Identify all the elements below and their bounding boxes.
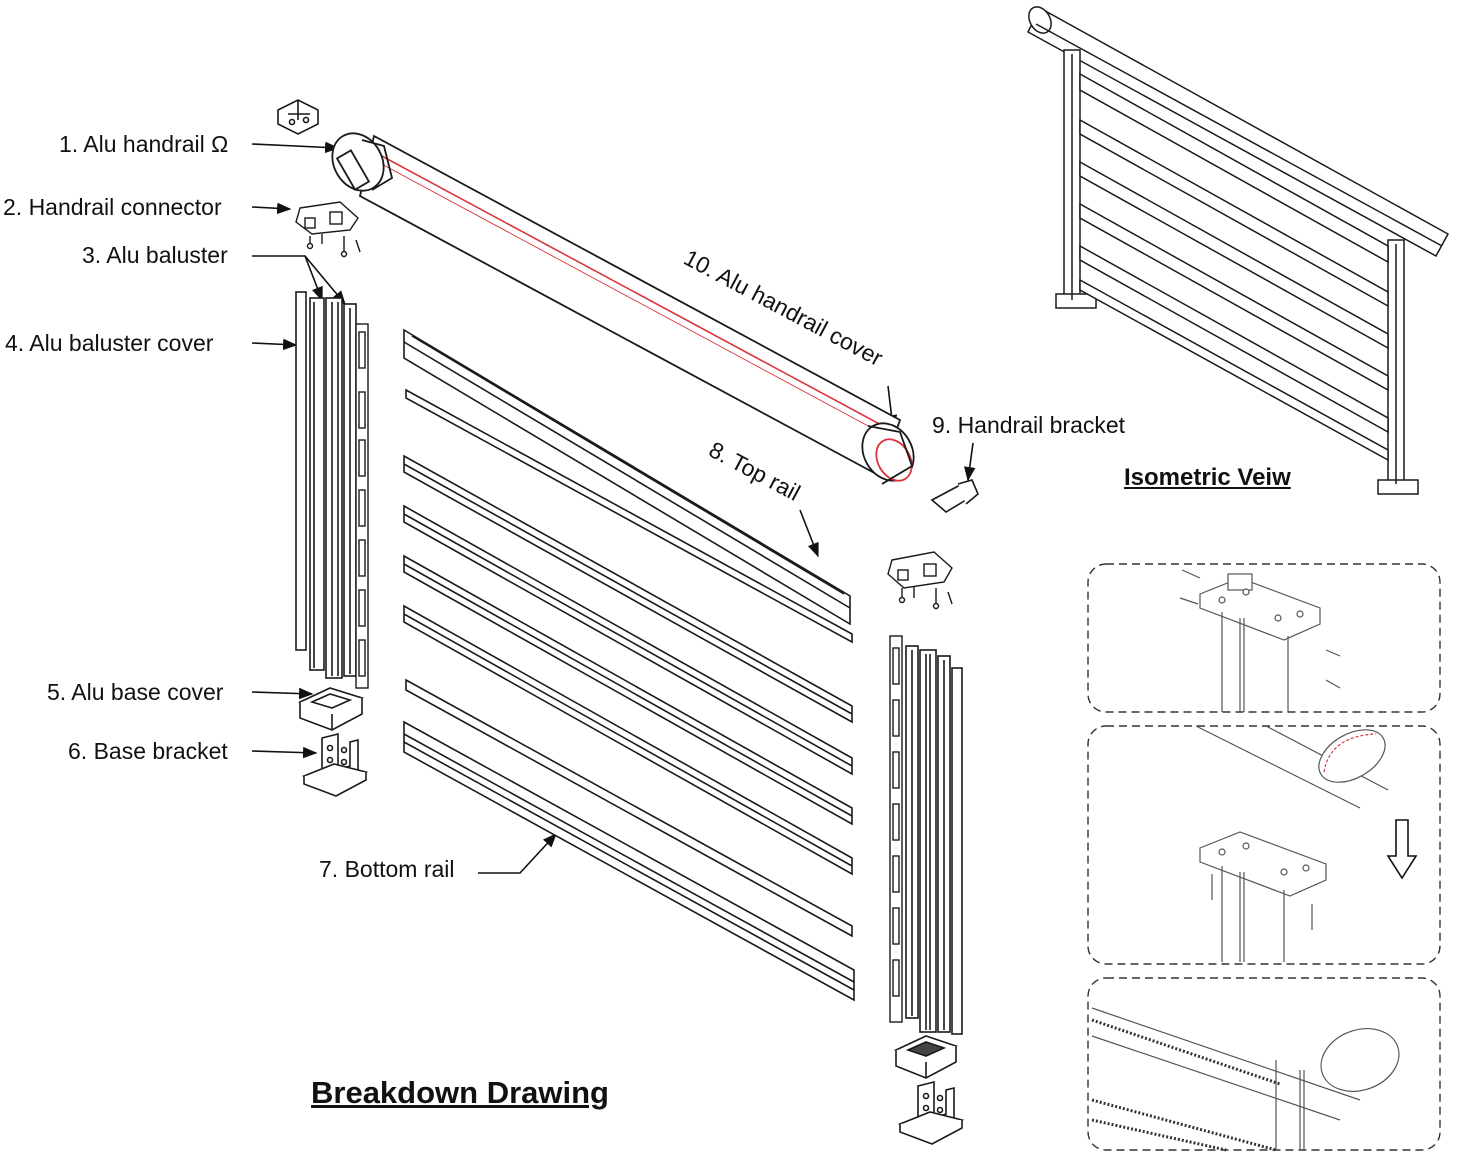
infill-strip-1 — [405, 388, 853, 644]
label-handrail-connector: 2. Handrail connector — [3, 194, 222, 220]
label-base-bracket: 6. Base bracket — [68, 738, 228, 764]
leader-line-4 — [251, 338, 298, 351]
alu-handrail-tube — [331, 132, 915, 485]
rails — [403, 328, 855, 1002]
alu-baluster-left — [295, 291, 357, 679]
handrail-connector-left — [295, 201, 361, 258]
leader-line-6 — [251, 746, 318, 759]
label-alu-baluster: 3. Alu baluster — [82, 242, 228, 268]
base-bracket-left — [301, 732, 369, 797]
detail-2-handrail — [1195, 725, 1389, 962]
infill-rail-4 — [403, 604, 853, 876]
label-bottom-rail: 7. Bottom rail — [319, 856, 455, 882]
handrail-connector-right — [887, 551, 953, 610]
baluster-cover-right — [889, 635, 903, 1023]
leader-line-2 — [251, 202, 292, 215]
label-alu-handrail: 1. Alu handrail Ω — [59, 131, 229, 157]
detail-panel-3 — [1087, 977, 1441, 1151]
infill-rail-3 — [403, 554, 853, 826]
infill-rail-2 — [403, 504, 853, 776]
alu-baluster-right — [905, 645, 963, 1035]
title-breakdown-drawing: Breakdown Drawing — [311, 1075, 609, 1110]
leader-line-7 — [478, 832, 557, 874]
handrail-bracket-top — [277, 99, 319, 135]
infill-rail-1 — [403, 454, 853, 724]
leader-line-3b — [304, 255, 346, 306]
leader-line-8 — [799, 509, 819, 558]
alu-base-cover-left — [297, 687, 365, 731]
leader-line-1 — [251, 141, 340, 154]
detail-1-connector — [1179, 569, 1341, 712]
down-arrow-icon — [1386, 819, 1418, 880]
leader-line-5 — [251, 687, 314, 700]
baluster-cover-left — [355, 323, 369, 689]
label-alu-baluster-cover: 4. Alu baluster cover — [5, 330, 214, 356]
detail-panels — [1087, 563, 1441, 1151]
top-rail — [403, 328, 851, 626]
isometric-view — [1027, 6, 1450, 495]
handrail-bracket — [930, 479, 979, 513]
detail-3-assembled — [1091, 1007, 1400, 1152]
base-bracket-right — [897, 1080, 965, 1145]
leader-line-9 — [964, 442, 976, 482]
bottom-rail — [403, 720, 855, 1002]
alu-base-cover-right — [893, 1035, 959, 1079]
label-alu-base-cover: 5. Alu base cover — [47, 679, 224, 705]
label-handrail-bracket: 9. Handrail bracket — [932, 412, 1126, 438]
infill-strip-2 — [405, 678, 853, 938]
leader-lines — [251, 141, 976, 874]
title-isometric-view: Isometric Veiw — [1124, 464, 1291, 491]
detail-panel-1 — [1087, 563, 1441, 713]
